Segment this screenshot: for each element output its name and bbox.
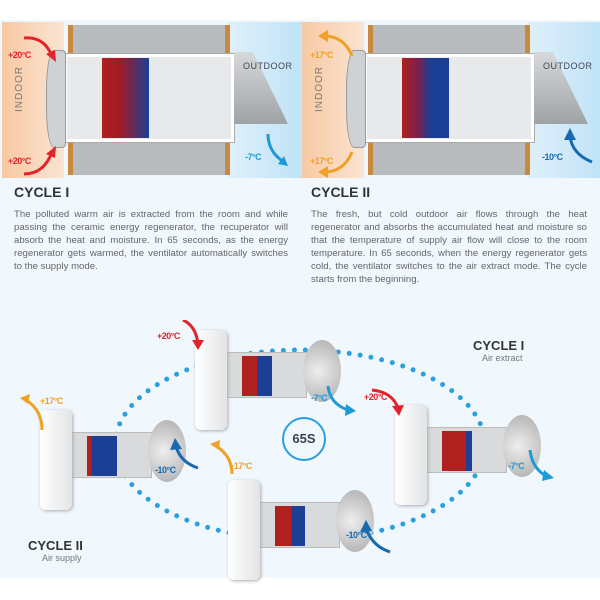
fan-cone [336, 490, 374, 552]
temp-outdoor: -7°C [245, 152, 262, 162]
temp-label: +20°C [157, 331, 180, 341]
outdoor-label: OUTDOOR [543, 61, 593, 71]
regenerator [87, 436, 117, 476]
ventilator-unit-right [395, 405, 545, 515]
temp-outdoor: -10°C [542, 152, 563, 162]
cycle2-title: CYCLE II [311, 184, 371, 200]
cycle2-cross-section-diagram: INDOOR OUTDOOR +17°C +17°C -10°C [302, 22, 600, 178]
grille [228, 480, 260, 580]
ventilator-tube [364, 54, 534, 142]
temp-label: -7°C [508, 461, 525, 471]
cycle2-description: The fresh, but cold outdoor air flows th… [311, 209, 587, 285]
temp-label: +17°C [229, 461, 252, 471]
outdoor-label: OUTDOOR [243, 61, 293, 71]
regenerator [275, 506, 305, 546]
ventilator-tube [64, 54, 234, 142]
ventilator-unit-bottom [228, 480, 378, 590]
grille [195, 330, 227, 430]
inner-grille [346, 50, 366, 148]
temp-label: -10°C [346, 530, 367, 540]
temp-indoor-bottom: +17°C [310, 156, 333, 166]
ventilator-unit-left [40, 410, 190, 520]
temp-label: -7°C [311, 393, 328, 403]
cycle-timer: 65S [282, 417, 326, 461]
fan-cone [148, 420, 186, 482]
arrow-icon [46, 50, 56, 62]
inner-grille [46, 50, 66, 148]
bottom-cycle2-subtitle: Air supply [42, 553, 82, 563]
cycle1-cross-section-diagram: INDOOR OUTDOOR +20°C +20°C -7°C [2, 22, 302, 178]
airflow-arrows [318, 30, 593, 178]
regenerator [442, 431, 472, 471]
bottom-cycle1-title: CYCLE I [473, 338, 525, 353]
fan-cone [303, 340, 341, 402]
grille [395, 405, 427, 505]
energy-regenerator [402, 58, 449, 138]
temp-label: +20°C [364, 392, 387, 402]
temp-indoor-top: +20°C [8, 50, 31, 60]
bottom-airflow-arrows [20, 320, 554, 554]
bottom-cycle1-subtitle: Air extract [482, 353, 523, 363]
cycle1-title: CYCLE I [14, 184, 70, 200]
temp-indoor-bottom: +20°C [8, 156, 31, 166]
cycle1-description: The polluted warm air is extracted from … [14, 209, 288, 272]
ventilator-unit-top [195, 330, 345, 440]
energy-regenerator [102, 58, 149, 138]
airflow-arrows [23, 36, 288, 176]
temp-label: +17°C [40, 396, 63, 406]
temp-indoor-top: +17°C [310, 50, 333, 60]
regenerator [242, 356, 272, 396]
grille [40, 410, 72, 510]
bottom-cycle2-title: CYCLE II [28, 538, 83, 553]
temp-label: -10°C [155, 465, 176, 475]
